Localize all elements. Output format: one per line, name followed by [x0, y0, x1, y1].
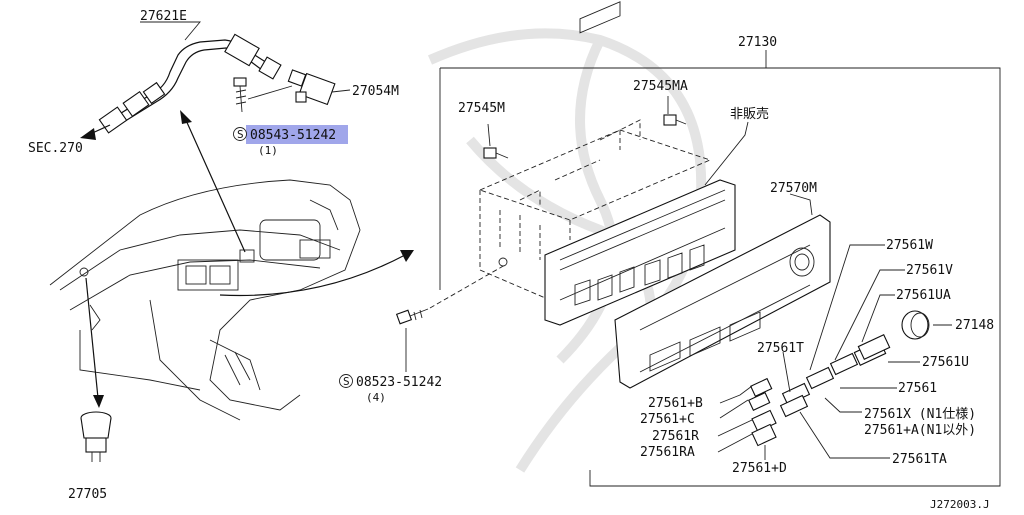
label-27561TA: 27561TA: [892, 452, 947, 467]
screw-27545MA: [663, 114, 687, 126]
screw-symbol-icon: [339, 374, 353, 388]
label-08523-qty: (4): [366, 391, 386, 404]
screw-08523: [395, 308, 429, 325]
label-27561R: 27561R: [652, 429, 699, 444]
arrow-head-icon: [93, 395, 104, 408]
screw-27545M: [483, 147, 509, 159]
label-27561: 27561: [898, 381, 937, 396]
label-27561B: 27561+B: [648, 396, 703, 411]
label-08523-51242: 08523-51242: [356, 375, 442, 390]
label-27570M: 27570M: [770, 181, 817, 196]
label-27545M: 27545M: [458, 101, 505, 116]
screw-icon: [233, 77, 247, 113]
button-set: [747, 334, 891, 447]
label-08543-51242[interactable]: 08543-51242: [250, 128, 336, 143]
highlight-box: [246, 125, 348, 144]
label-27561UA: 27561UA: [896, 288, 951, 303]
label-27545MA: 27545MA: [633, 79, 688, 94]
label-27561T: 27561T: [757, 341, 804, 356]
ac-control-location: [239, 249, 255, 263]
label-not-for-sale: 非販売: [730, 106, 769, 122]
label-27561W: 27561W: [886, 238, 933, 253]
dashboard-illustration: [49, 179, 361, 421]
label-27148: 27148: [955, 318, 994, 333]
label-27561A: 27561+A(N1以外): [864, 423, 976, 438]
arrow-to-control: [219, 254, 406, 297]
label-27561RA: 27561RA: [640, 445, 695, 460]
label-27705: 27705: [68, 487, 107, 502]
diagram-code: J272003.J: [930, 498, 990, 511]
label-27561V: 27561V: [906, 263, 953, 278]
arrow-head-icon: [400, 250, 414, 262]
screw-symbol-letter: S: [343, 375, 350, 388]
control-unit: [478, 1, 736, 326]
sensor-27705: [80, 411, 112, 462]
knob-27148: [901, 310, 930, 340]
label-27130: 27130: [738, 35, 777, 50]
label-27561X: 27561X (N1仕様): [864, 407, 976, 422]
screw-symbol-icon: [233, 127, 247, 141]
label-27561U: 27561U: [922, 355, 969, 370]
label-sec270: SEC.270: [28, 141, 83, 156]
label-08543-qty: (1): [258, 144, 278, 157]
harness-assembly: [80, 21, 351, 140]
label-27561C: 27561+C: [640, 412, 695, 427]
finisher-panel-27570M: [614, 214, 831, 389]
label-27054M: 27054M: [352, 84, 399, 99]
label-27561D: 27561+D: [732, 461, 787, 476]
assembly-box: [439, 67, 1001, 487]
screw-symbol-letter: S: [237, 128, 244, 141]
arrow-to-sensor: [184, 117, 246, 253]
arrow-head-icon: [180, 110, 192, 124]
watermark-emblem: [427, 28, 707, 473]
label-27621E: 27621E: [140, 9, 187, 24]
arrow-to-27705: [85, 277, 99, 399]
leader-lines: [717, 244, 920, 460]
